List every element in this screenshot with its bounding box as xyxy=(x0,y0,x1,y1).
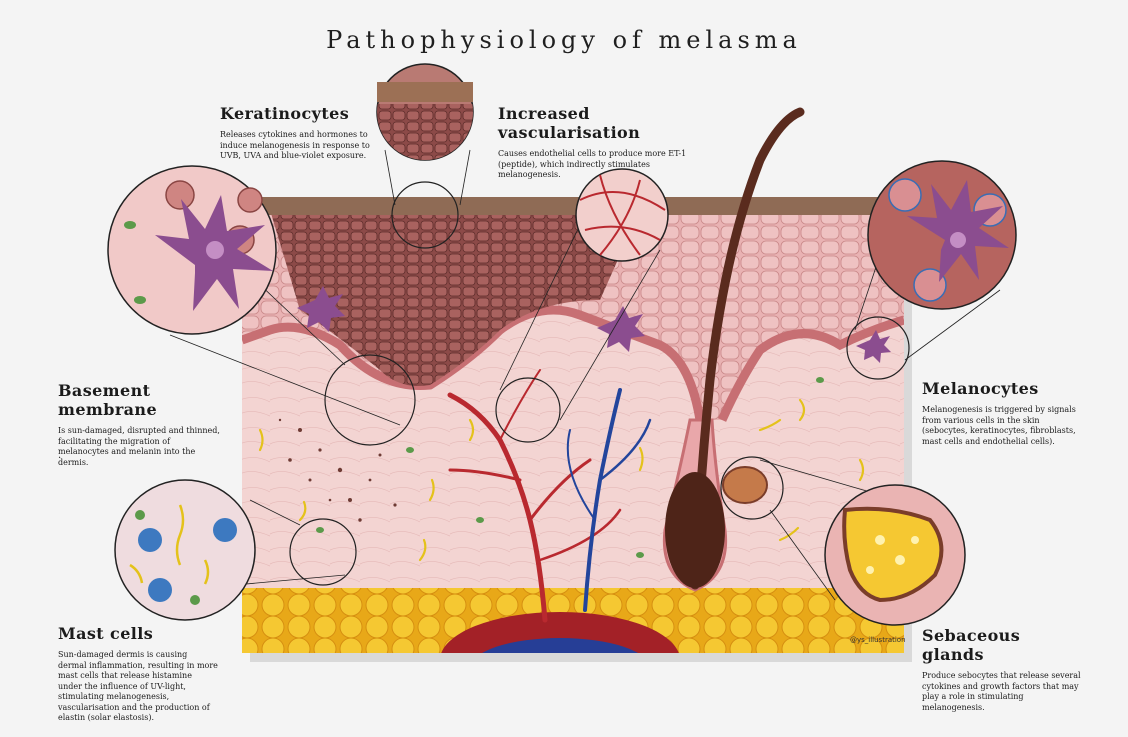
heading-melanocytes: Melanocytes xyxy=(922,379,1039,398)
stratum-corneum xyxy=(242,197,904,215)
text-sebaceous-glands: Produce sebocytes that release several c… xyxy=(922,671,1081,712)
heading-sebaceous-glands: Sebaceous glands xyxy=(922,626,1021,664)
label-sebaceous-glands: Sebaceous glands Produce sebocytes that … xyxy=(922,626,1087,713)
focus-markers xyxy=(289,181,910,586)
label-basement-membrane: Basement membrane Is sun-damaged, disrup… xyxy=(58,381,220,468)
zoom-vessels xyxy=(575,168,669,262)
label-mast-cells: Mast cells Sun-damaged dermis is causing… xyxy=(58,624,218,724)
page-title: Pathophysiology of melasma xyxy=(326,26,802,54)
large-artery xyxy=(441,612,679,653)
zoom-sebaceous xyxy=(824,484,966,626)
hair-bulb xyxy=(665,472,725,588)
label-keratinocytes: Keratinocytes Releases cytokines and hor… xyxy=(220,104,392,162)
skin-block xyxy=(242,197,904,653)
heading-vascularisation: Increased vascularisation xyxy=(498,104,641,142)
label-melanocytes: Melanocytes Melanogenesis is triggered b… xyxy=(922,379,1082,447)
sebaceous-gland xyxy=(722,466,768,504)
stray-mark: . xyxy=(58,450,62,461)
text-melanocytes: Melanogenesis is triggered by signals fr… xyxy=(922,405,1076,446)
heading-basement-membrane: Basement membrane xyxy=(58,381,158,419)
melanocytes xyxy=(297,286,891,363)
pigmented-epidermis xyxy=(270,210,640,386)
heading-keratinocytes: Keratinocytes xyxy=(220,104,350,123)
text-basement-membrane: Is sun-damaged, disrupted and thinned, f… xyxy=(58,426,220,467)
zoom-melanocytes xyxy=(867,160,1017,310)
zoom-keratinocytes xyxy=(107,165,277,335)
zoom-mast-cells xyxy=(114,479,256,621)
heading-mast-cells: Mast cells xyxy=(58,624,154,643)
artist-signature: @ys_illustration xyxy=(850,636,906,644)
label-vascularisation: Increased vascularisation Causes endothe… xyxy=(498,104,713,181)
venous-tree xyxy=(566,388,652,612)
text-vascularisation: Causes endothelial cells to produce more… xyxy=(498,149,687,179)
text-keratinocytes: Releases cytokines and hormones to induc… xyxy=(220,130,370,160)
large-vein xyxy=(482,638,638,653)
text-mast-cells: Sun-damaged dermis is causing dermal inf… xyxy=(58,650,218,722)
dermal-melanin xyxy=(278,418,397,522)
